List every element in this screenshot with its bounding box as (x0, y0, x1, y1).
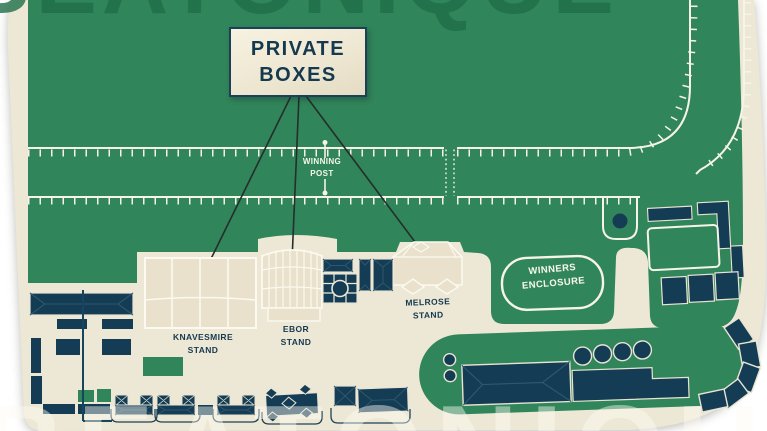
winning-post-label: WINNING POST (294, 156, 350, 180)
small-tent-building (322, 258, 354, 273)
course-green-region (28, 0, 762, 415)
private-boxes-pointers (201, 95, 431, 275)
ebor-line1: EBOR (282, 324, 310, 334)
melrose-line2: STAND (412, 309, 444, 321)
long-hip-roof-building (29, 292, 134, 316)
ebor-line2: STAND (280, 336, 312, 347)
winners-enclosure-ring (500, 254, 605, 312)
outlined-green-yard (646, 223, 721, 272)
knavesmire-stand-building (144, 257, 257, 329)
tree-circles (572, 340, 653, 366)
ebor-stand-label: EBOR STAND (268, 323, 324, 349)
ebor-stand-building (261, 249, 323, 322)
tent-row (110, 383, 411, 425)
east-facilities (602, 197, 745, 306)
knavesmire-stand-label: KNAVESMIRE STAND (156, 331, 250, 357)
winning-post-markers (322, 140, 328, 196)
lawn-square (97, 389, 111, 402)
narrow-building (358, 258, 372, 292)
grid-building-with-circle (322, 273, 358, 304)
long-pavilion-building (461, 360, 572, 406)
winning-post-line2: POST (310, 169, 334, 178)
private-boxes-line1: PRIVATE (250, 38, 346, 60)
tent-group-outlines (110, 408, 411, 425)
track-rails (28, 0, 752, 205)
knavesmire-line1: KNAVESMIRE (172, 332, 234, 342)
paddock-enclosure (602, 197, 638, 240)
curved-stand-segments (697, 316, 762, 413)
crossing-dashed-line (445, 149, 455, 196)
square-tent (333, 385, 357, 407)
parade-green-area (419, 316, 762, 415)
lawn-rect (143, 357, 183, 376)
three-square-buildings (660, 271, 740, 306)
ridged-building (372, 258, 394, 292)
winning-post-line1: WINNING (302, 157, 342, 166)
private-boxes-line2: BOXES (259, 64, 337, 86)
long-tent-building (356, 386, 410, 414)
large-marquee (264, 383, 320, 423)
private-boxes-sign: PRIVATE BOXES (229, 27, 367, 97)
melrose-stand-building (392, 241, 463, 295)
mid-navy-buildings (322, 258, 394, 304)
lawn-square (78, 390, 94, 402)
melrose-stand-label: MELROSE STAND (394, 295, 463, 323)
boundary-wall (82, 290, 112, 422)
west-plaza-buildings (29, 290, 183, 422)
stepped-building (571, 367, 690, 403)
knavesmire-line2: STAND (187, 344, 219, 355)
